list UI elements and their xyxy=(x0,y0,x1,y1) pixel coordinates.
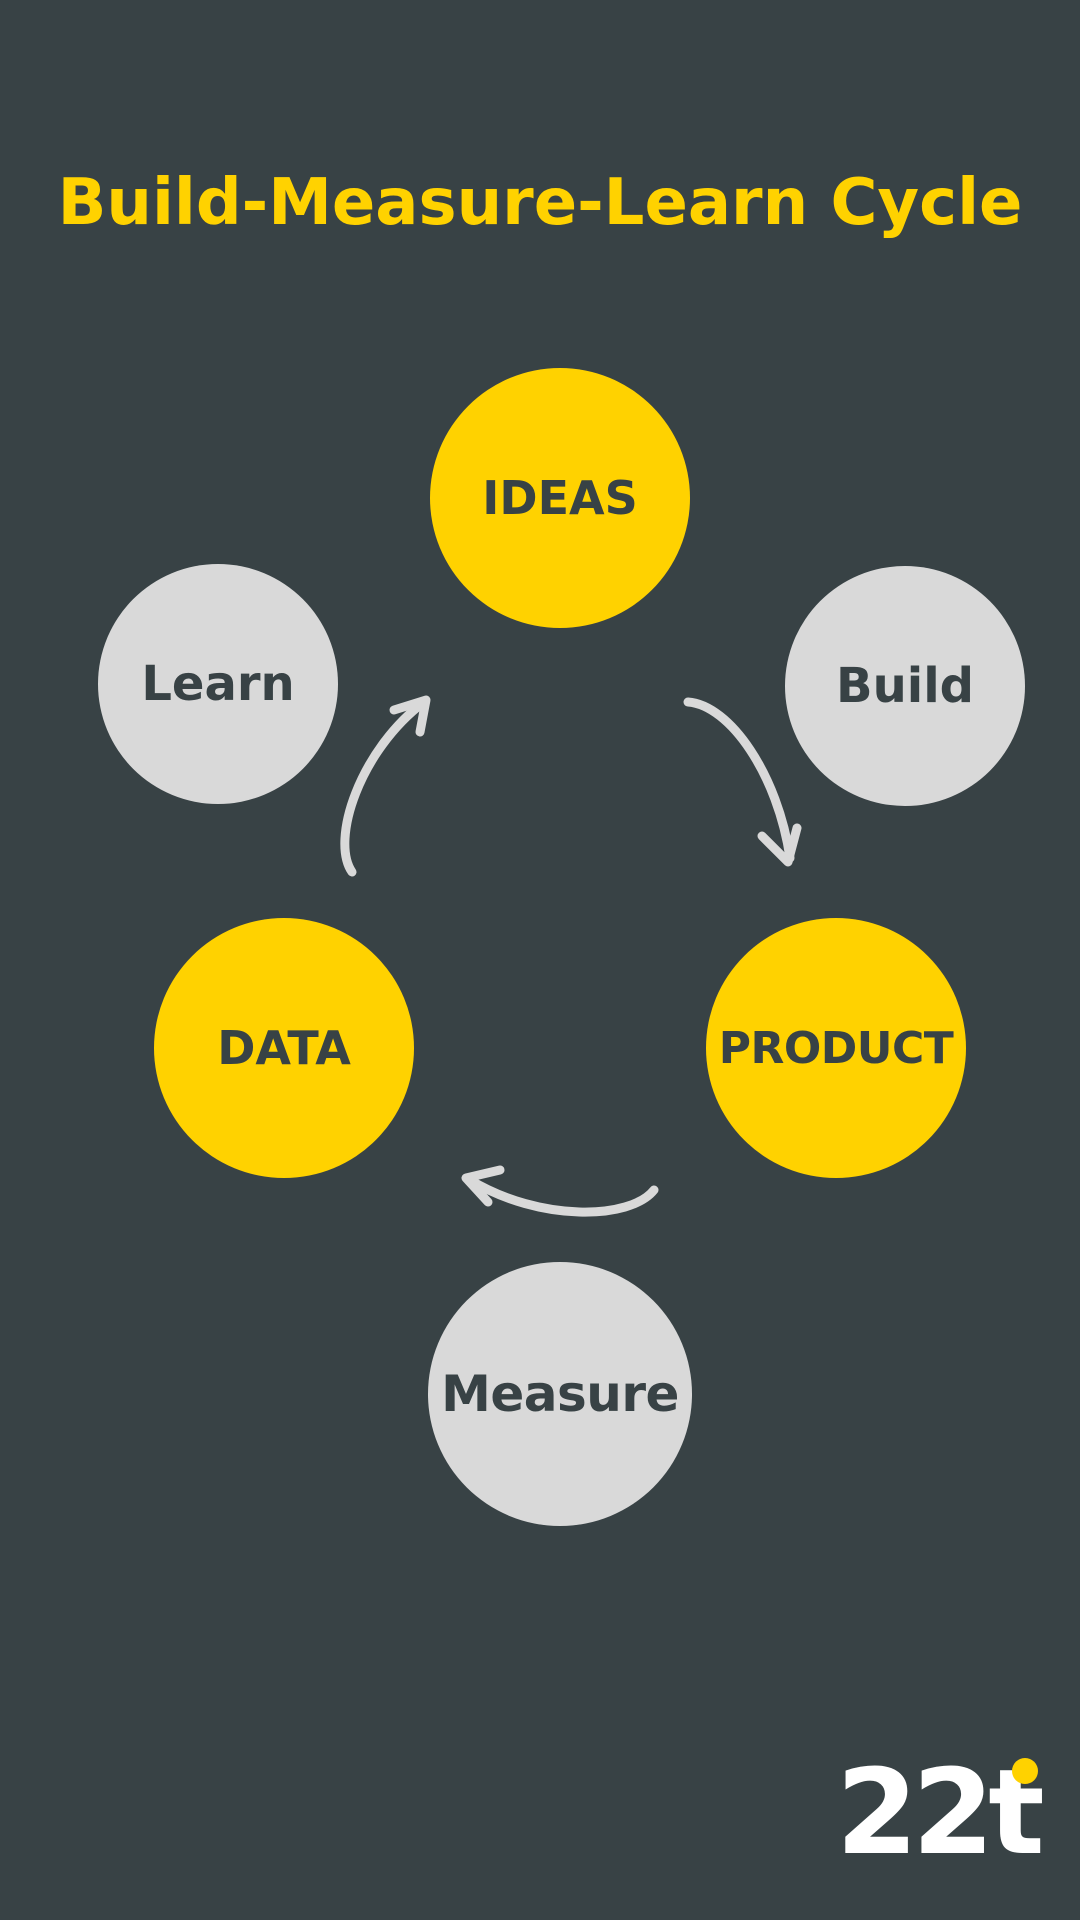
arrow-product-to-data xyxy=(461,1165,659,1217)
brand-logo-text: 22t xyxy=(836,1743,1045,1881)
brand-logo: 22t xyxy=(836,1752,1056,1872)
page-title: Build-Measure-Learn Cycle xyxy=(57,166,1023,240)
node-data: DATA xyxy=(154,918,414,1178)
node-ideas: IDEAS xyxy=(430,368,690,628)
node-measure-label: Measure xyxy=(441,1365,679,1423)
node-build-label: Build xyxy=(835,658,975,714)
node-learn-label: Learn xyxy=(141,656,295,712)
arrow-data-to-ideas xyxy=(340,695,431,877)
brand-logo-dot xyxy=(1012,1758,1038,1784)
node-build: Build xyxy=(785,566,1025,806)
arrow-ideas-to-product xyxy=(683,697,802,867)
node-product-label: PRODUCT xyxy=(718,1022,954,1074)
node-product: PRODUCT xyxy=(706,918,966,1178)
node-measure: Measure xyxy=(428,1262,692,1526)
node-learn: Learn xyxy=(98,564,338,804)
node-data-label: DATA xyxy=(217,1021,351,1075)
node-ideas-label: IDEAS xyxy=(482,471,638,525)
